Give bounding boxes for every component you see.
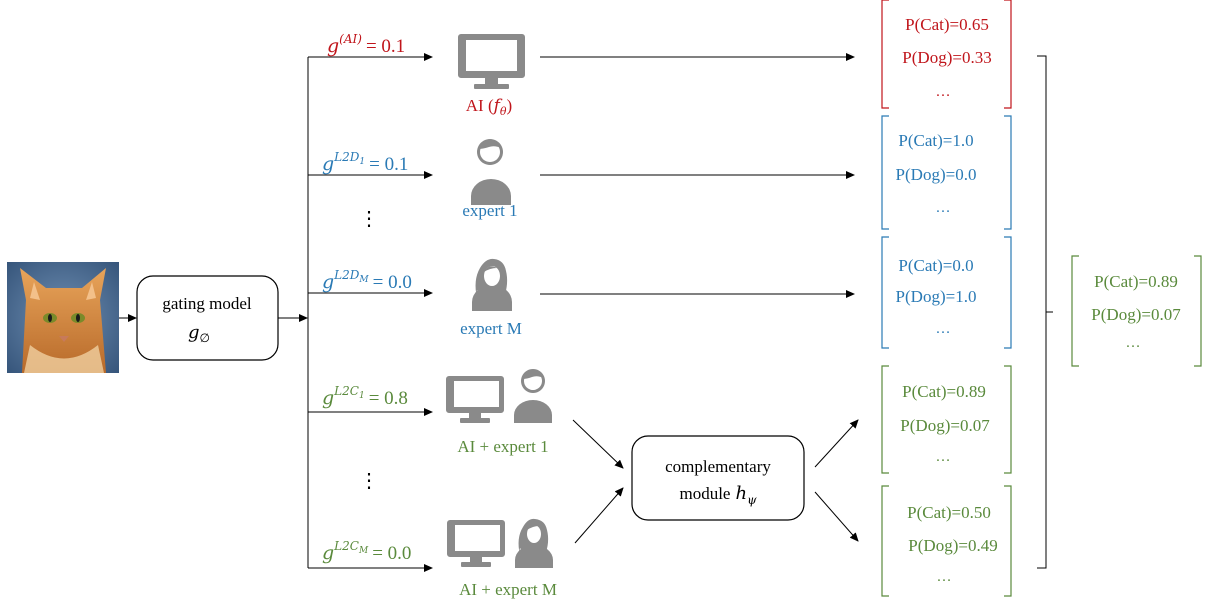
person-long-hair-icon [472,258,512,311]
gating-symbol: g [188,322,200,343]
output-vector-ai [881,0,1012,109]
output-ai-dog: P(Dog)=0.33 [902,48,991,67]
person-long-hair-icon [515,518,553,568]
aggregation-bracket [1037,55,1053,569]
output-ai-expert-1-ellipsis: … [936,449,951,465]
output-ai-expert-m-ellipsis: … [937,569,952,585]
arrow-module-to-output-5 [814,491,859,542]
output-ai-expert-1-dog: P(Dog)=0.07 [900,416,990,435]
final-output-ellipsis: … [1126,335,1141,351]
gate-value-ai-expert-1: gL2C1= 0.8 [322,384,408,409]
output-expert-1-cat: P(Cat)=1.0 [898,131,973,150]
output-expert-m-cat: P(Cat)=0.0 [898,256,973,275]
output-expert-1-ellipsis: … [936,200,951,216]
output-expert-1-dog: P(Dog)=0.0 [896,165,977,184]
person-short-hair-icon [471,139,511,205]
output-vector-expert-m [881,236,1012,349]
vdots-combos: ⋮ [359,470,379,492]
output-vector-expert-1 [881,115,1012,230]
vdots-experts: ⋮ [359,208,379,230]
monitor-icon [458,34,525,89]
monitor-icon [446,376,504,423]
gating-model-box: gating model g∅ [136,275,279,361]
gating-subscript: ∅ [200,331,210,345]
output-expert-m-dog: P(Dog)=1.0 [896,287,977,306]
arrow-module-to-output-4 [814,419,859,468]
branch-label-ai: AI (fθ) [466,96,512,118]
arrow-combo-m-to-module [574,487,624,544]
person-short-hair-icon [514,369,552,423]
gating-model-label: gating model [162,294,252,313]
branch-label-expert-1: expert 1 [462,201,517,220]
branch-label-ai-expert-1: AI + expert 1 [457,437,548,456]
branch-label-ai-expert-m: AI + expert M [459,580,557,599]
output-vector-ai-expert-1 [881,365,1012,474]
final-output-vector [1071,255,1202,367]
output-vector-ai-expert-m [881,485,1012,597]
svg-text:g∅: g∅ [188,322,210,345]
input-cat-image [7,262,119,373]
output-expert-m-ellipsis: … [936,321,951,337]
gate-value-ai: g(AI)= 0.1 [327,32,405,57]
branch-label-expert-m: expert M [460,319,522,338]
output-ai-ellipsis: … [936,84,951,100]
arrow-combo-1-to-module [572,419,624,469]
gate-value-expert-m: gL2DM= 0.0 [322,268,412,293]
final-output-dog: P(Dog)=0.07 [1091,305,1181,324]
output-ai-expert-m-dog: P(Dog)=0.49 [908,536,997,555]
gate-value-ai-expert-m: gL2CM= 0.0 [322,539,411,564]
output-ai-expert-1-cat: P(Cat)=0.89 [902,382,986,401]
monitor-icon [447,520,505,567]
complementary-module-label: complementary [665,457,771,476]
output-ai-cat: P(Cat)=0.65 [905,15,989,34]
final-output-cat: P(Cat)=0.89 [1094,272,1178,291]
gate-value-expert-1: gL2D1= 0.1 [322,150,408,175]
output-ai-expert-m-cat: P(Cat)=0.50 [907,503,991,522]
